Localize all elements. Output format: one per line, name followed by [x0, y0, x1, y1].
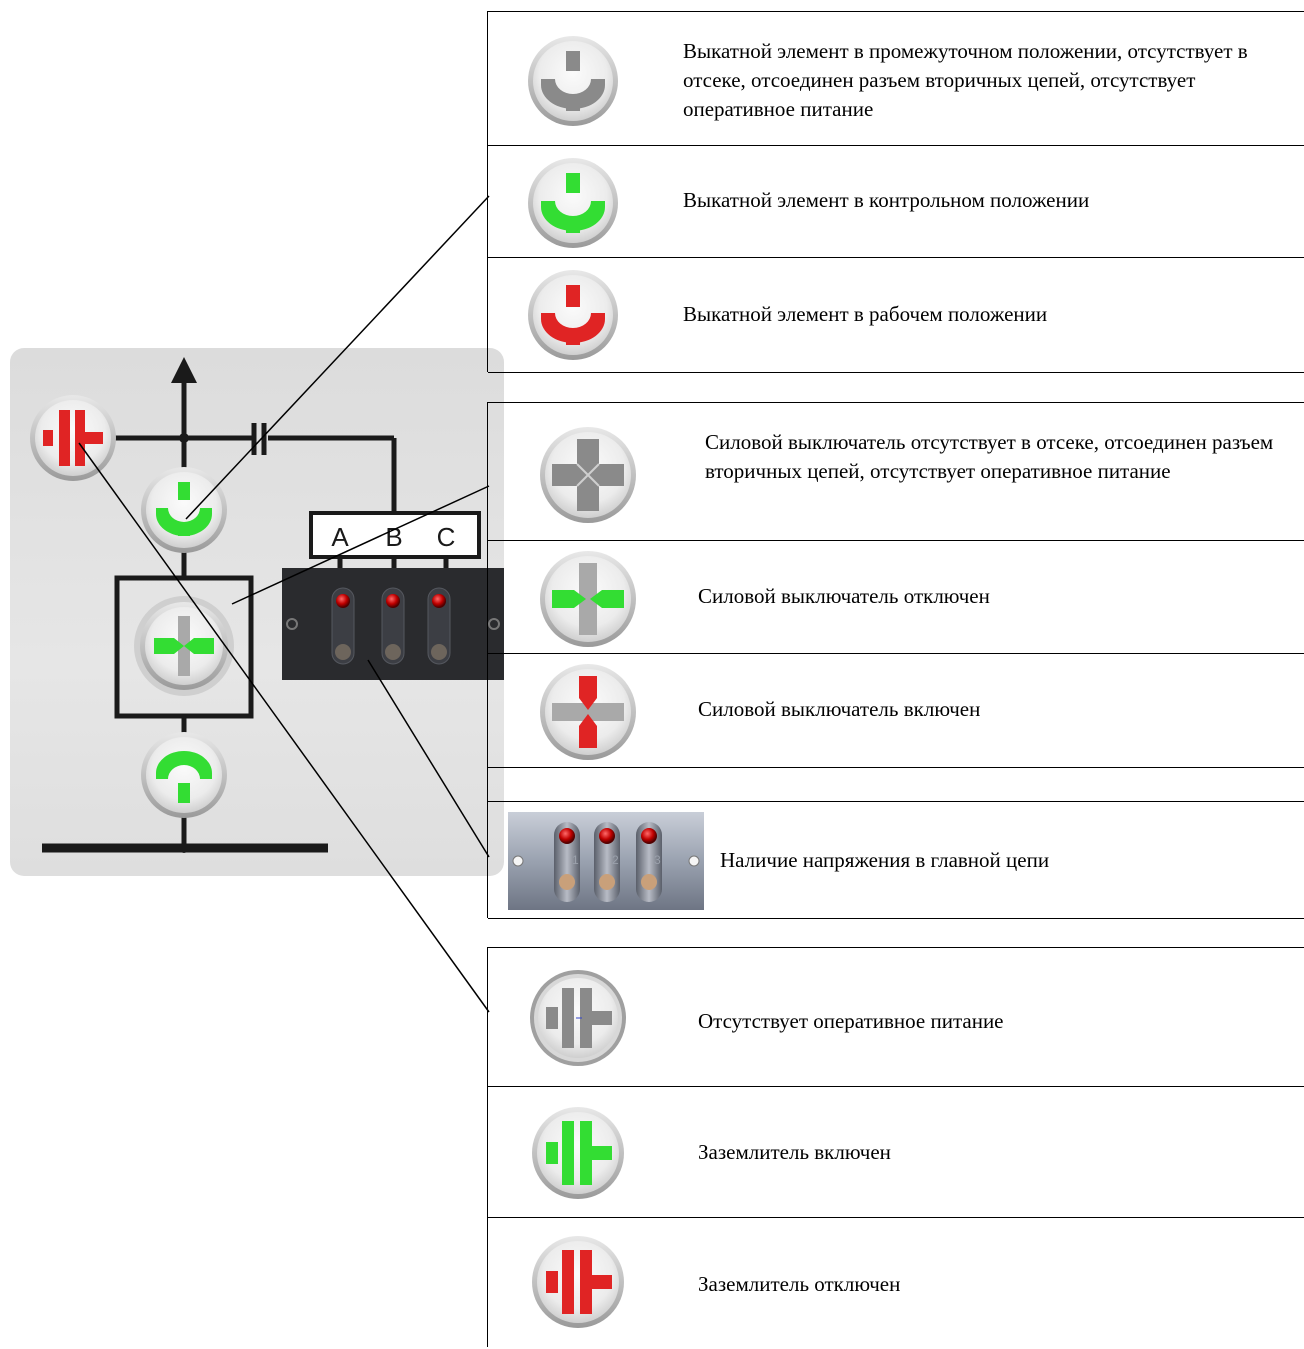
- legend-row: Силовой выключатель включен: [488, 654, 1304, 768]
- legend-row: Выкатной элемент в рабочем положении: [488, 258, 1304, 373]
- legend-row: Выкатной элемент в контрольном положении: [488, 146, 1304, 258]
- legend-group-earthing: Отсутствует оперативное питание Заземлит…: [487, 947, 1304, 1347]
- indicator-number: 1: [572, 853, 579, 867]
- indicator-slot-a: [331, 587, 355, 665]
- withdrawable-test-green-icon: [528, 158, 618, 248]
- legend-text: Заземлитель отключен: [698, 1272, 901, 1296]
- indicator-number: 2: [612, 853, 619, 867]
- legend-text: Выкатной элемент в контрольном положении: [683, 188, 1090, 212]
- withdrawable-intermediate-gray-icon: [528, 36, 618, 126]
- breaker-absent-gray-icon: [540, 427, 636, 523]
- breaker-on-red-icon: [540, 664, 636, 760]
- earthing-on-green-icon: [532, 1107, 624, 1199]
- legend-row: Отсутствует оперативное питание: [488, 948, 1304, 1087]
- earthing-switch-button[interactable]: [30, 395, 116, 481]
- phase-label-b: B: [385, 522, 402, 552]
- earthing-no-power-gray-icon: [530, 970, 626, 1066]
- voltage-indicator-block: [282, 568, 504, 680]
- phase-label-c: C: [437, 522, 456, 552]
- indicator-slot-c: [427, 587, 451, 665]
- circuit-breaker-button[interactable]: [134, 596, 234, 696]
- arrow-up-icon: [171, 357, 197, 383]
- legend-row: Заземлитель отключен: [488, 1218, 1304, 1349]
- voltage-indicator-icon: 1 2 3: [508, 812, 704, 910]
- legend-text: Выкатной элемент в рабочем положении: [683, 302, 1048, 326]
- indicator-number: 3: [654, 853, 661, 867]
- legend-row: Силовой выключатель отсутствует в отсеке…: [488, 403, 1304, 541]
- legend-text: Наличие напряжения в главной цепи: [720, 848, 1050, 872]
- junction-node: [179, 433, 189, 443]
- legend-text: Заземлитель включен: [698, 1140, 891, 1164]
- line-withdrawable-button[interactable]: [141, 732, 227, 818]
- capacitor-icon: [251, 423, 267, 455]
- legend-text: Силовой выключатель отключен: [698, 584, 990, 608]
- legend-row: Силовой выключатель отключен: [488, 541, 1304, 654]
- legend-group-breaker: Силовой выключатель отсутствует в отсеке…: [487, 402, 1304, 919]
- legend-text: Отсутствует оперативное питание: [698, 1009, 1004, 1033]
- legend-row: Выкатной элемент в промежуточном положен…: [488, 12, 1304, 146]
- legend-row: Заземлитель включен: [488, 1087, 1304, 1218]
- phase-label-a: A: [331, 522, 349, 552]
- withdrawable-service-red-icon: [528, 270, 618, 360]
- legend-text: Силовой выключатель отсутствует в отсеке…: [705, 430, 1274, 483]
- withdrawable-element-button[interactable]: [141, 467, 227, 553]
- legend-text: Выкатной элемент в промежуточном положен…: [683, 39, 1248, 121]
- legend-row: 1 2 3 Наличие напряжения в главной цепи: [488, 801, 1304, 919]
- breaker-off-green-icon: [540, 551, 636, 647]
- legend-group-withdrawable: Выкатной элемент в промежуточном положен…: [487, 11, 1304, 373]
- legend-text: Силовой выключатель включен: [698, 697, 981, 721]
- indicator-slot-b: [381, 587, 405, 665]
- junction-node: [179, 843, 189, 853]
- earthing-off-red-icon: [532, 1236, 624, 1328]
